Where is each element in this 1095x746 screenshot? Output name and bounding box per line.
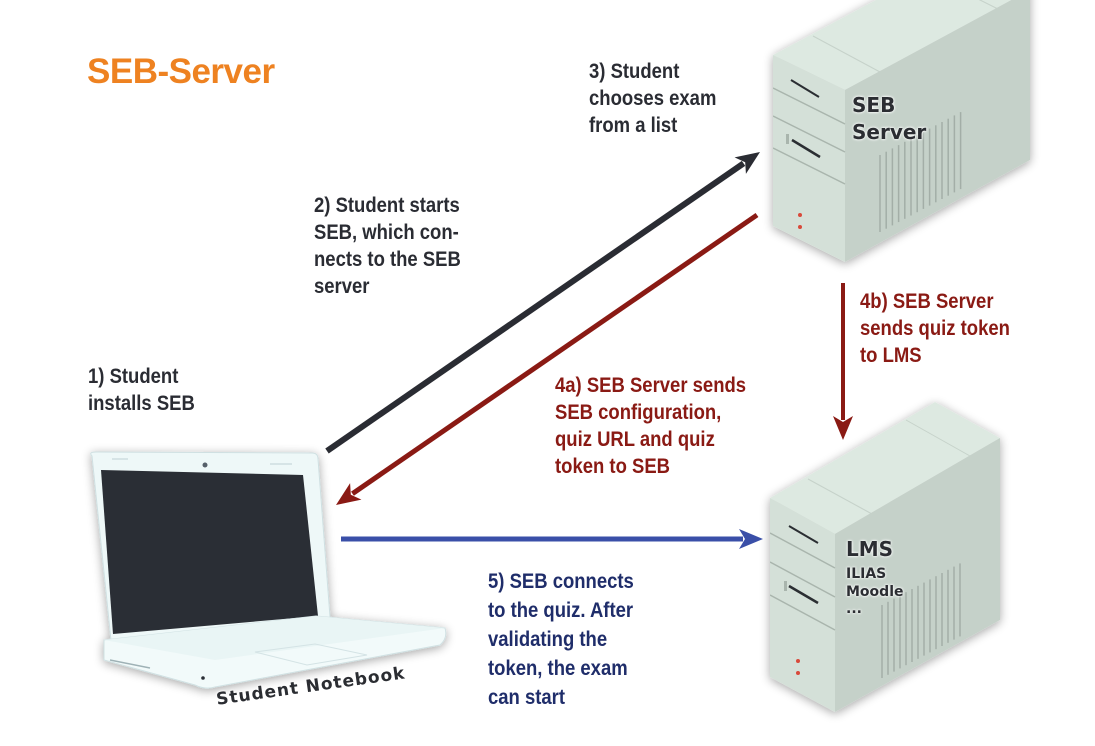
arrow-seb-server-to-lms — [833, 283, 853, 440]
student-notebook-icon — [90, 451, 447, 689]
step-4b-label: 4b) SEB Server sends quiz token to LMS — [860, 288, 1010, 369]
arrow-shaft — [325, 160, 746, 454]
step-line: 2) Student starts — [314, 194, 460, 217]
step-line: installs SEB — [88, 392, 195, 415]
step-line: token to SEB — [555, 455, 671, 478]
lms-item-moodle: Moodle — [846, 584, 904, 600]
seb-server-icon — [772, 0, 1030, 262]
step-1-label: 1) Student installs SEB — [88, 363, 195, 417]
arrow-head — [734, 152, 760, 174]
lms-item-more: ... — [846, 601, 862, 617]
lms-label: LMS ILIAS Moodle ... — [846, 536, 903, 617]
step-line: from a list — [589, 114, 678, 137]
arrow-seb-server-to-notebook — [336, 212, 759, 505]
arrow-head — [739, 529, 763, 549]
step-line: validating the — [488, 628, 608, 651]
arrow-shaft — [351, 212, 759, 496]
diagram-title: SEB-Server — [87, 52, 275, 91]
arrow-notebook-to-seb-server — [325, 152, 760, 454]
step-line: sends quiz token — [860, 317, 1010, 340]
step-line: chooses exam — [589, 87, 717, 110]
step-line: SEB configuration, — [555, 401, 722, 424]
step-line: to LMS — [860, 344, 922, 367]
step-2-label: 2) Student starts SEB, which con- nects … — [314, 192, 461, 300]
step-4a-label: 4a) SEB Server sends SEB configuration, … — [555, 372, 746, 480]
step-line: 5) SEB connects — [488, 570, 634, 593]
lms-item-ilias: ILIAS — [846, 566, 887, 582]
step-line: 3) Student — [589, 60, 680, 83]
step-line: token, the exam — [488, 657, 628, 680]
step-line: 4a) SEB Server sends — [555, 374, 747, 397]
arrow-head — [336, 483, 362, 505]
lms-server-icon — [769, 402, 1000, 712]
step-line: nects to the SEB — [314, 248, 461, 271]
step-line: 1) Student — [88, 365, 179, 388]
step-line: 4b) SEB Server — [860, 290, 994, 313]
step-line: quiz URL and quiz — [555, 428, 715, 451]
step-3-label: 3) Student chooses exam from a list — [589, 58, 716, 139]
step-line: SEB, which con- — [314, 221, 459, 244]
seb-server-label-line: SEB — [852, 93, 896, 117]
arrow-head — [833, 416, 853, 440]
seb-server-label: SEB Server — [852, 92, 926, 146]
step-line: to the quiz. After — [488, 599, 634, 622]
arrow-notebook-to-lms — [341, 529, 763, 549]
seb-server-label-line: Server — [852, 120, 927, 144]
lms-title: LMS — [846, 537, 894, 561]
step-5-label: 5) SEB connects to the quiz. After valid… — [488, 567, 634, 712]
step-line: can start — [488, 686, 566, 709]
step-line: server — [314, 275, 370, 298]
